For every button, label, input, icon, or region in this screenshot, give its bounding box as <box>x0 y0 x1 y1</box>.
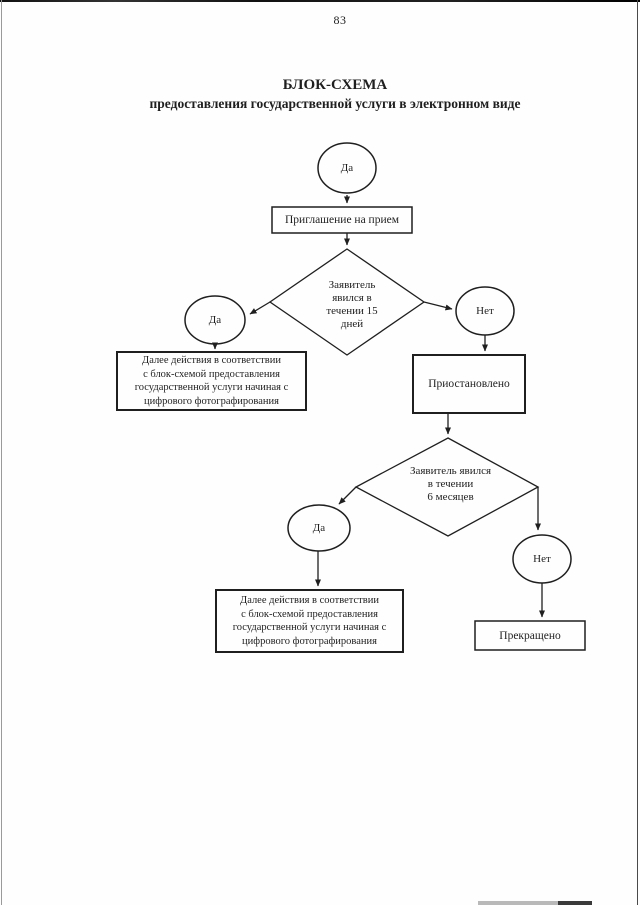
terminated-box <box>474 620 586 651</box>
next-actions-box-2-label: Далее действия в соответствии с блок-схе… <box>232 595 387 647</box>
decision-6-months-label: Заявитель явился в течении 6 месяцев <box>409 464 492 503</box>
next-actions-box-1-label: Далее действия в соответствии с блок-схе… <box>134 355 289 407</box>
suspended-box <box>412 354 526 414</box>
yes-ellipse-2-label: Да <box>312 521 326 534</box>
arrow-decision1-to-no1 <box>423 301 453 311</box>
suspended-box-label: Приостановлено <box>428 378 510 390</box>
scan-edge-left <box>1 0 2 905</box>
doc-subtitle: предоставления государственной услуги в … <box>149 96 521 111</box>
yes-ellipse-2 <box>287 504 351 552</box>
scan-edge-top <box>0 0 640 2</box>
decision-6-months-diamond <box>354 437 540 537</box>
next-actions-box-2 <box>215 589 404 653</box>
scan-artifact-bottom <box>478 901 558 905</box>
scan-edge-right <box>637 0 638 905</box>
decision-15-days-diamond <box>268 248 426 356</box>
start-ellipse <box>317 142 377 194</box>
scan-artifact-bottom-dark <box>558 901 592 905</box>
yes-ellipse-1-label: Да <box>208 313 222 326</box>
invitation-box-label: Приглашение на прием <box>284 214 399 226</box>
doc-title: БЛОК-СХЕМА <box>282 77 388 93</box>
no-ellipse-2-label: Нет <box>533 552 551 565</box>
arrow-decision2-to-yes2 <box>338 486 357 505</box>
page-number: 83 <box>333 13 347 27</box>
next-actions-box-1 <box>116 351 307 411</box>
terminated-box-label: Прекращено <box>499 629 561 642</box>
no-ellipse-1-label: Нет <box>476 304 494 317</box>
decision-15-days-label: Заявитель явился в течении 15 дней <box>326 279 378 330</box>
invitation-box <box>271 206 413 234</box>
start-ellipse-label: Да <box>340 161 354 174</box>
arrow-decision1-to-yes1 <box>249 301 271 315</box>
